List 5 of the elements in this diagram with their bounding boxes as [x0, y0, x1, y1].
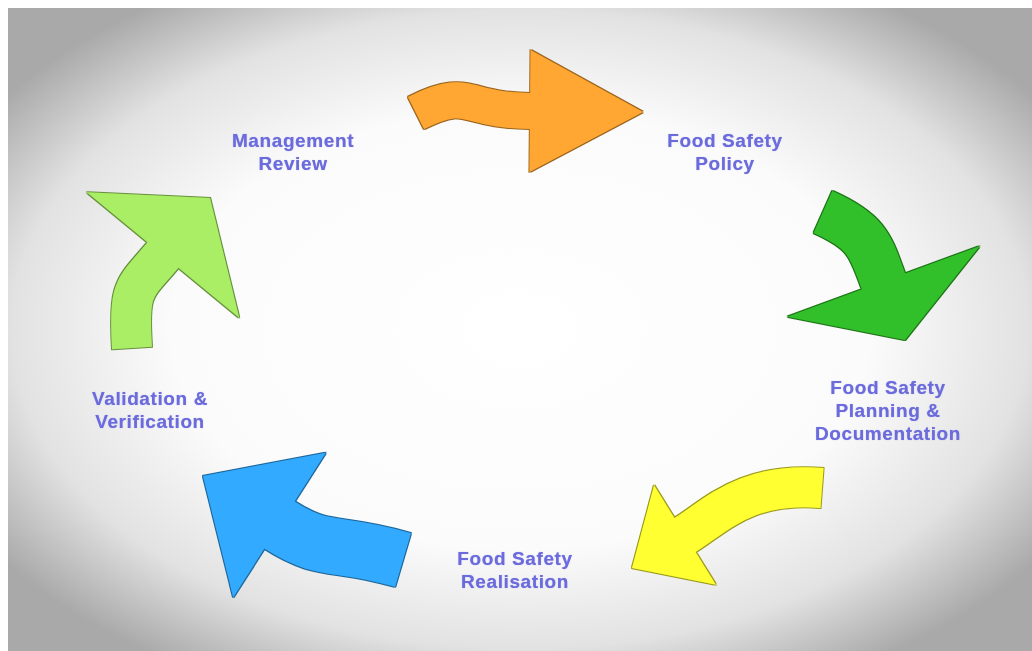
step-label: Management Review: [230, 129, 356, 175]
step-label: Validation & Verification: [91, 387, 209, 433]
step-label: Food Safety Realisation: [456, 547, 574, 593]
step-label: Food Safety Policy: [666, 129, 784, 175]
step-label: Food Safety Planning & Documentation: [813, 375, 963, 445]
